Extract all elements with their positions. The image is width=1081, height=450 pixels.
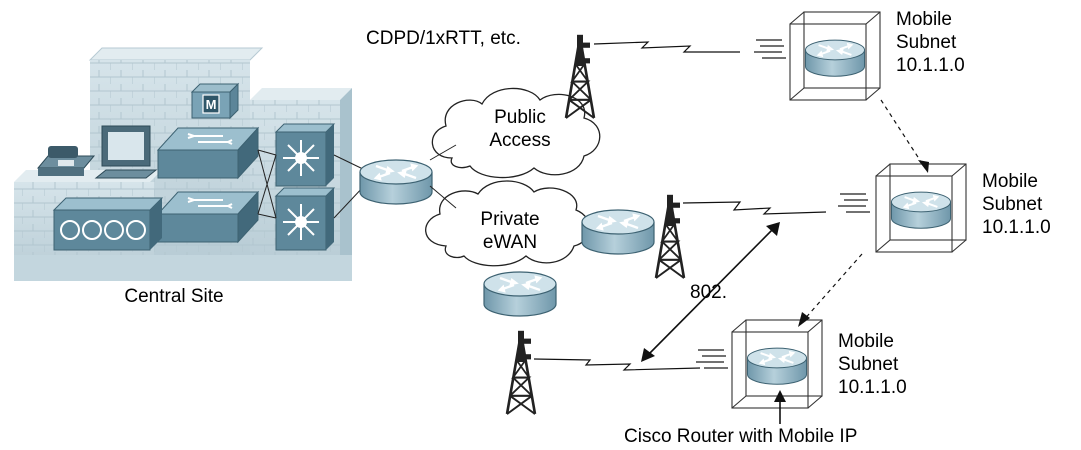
ip-phone-icon <box>36 146 96 176</box>
cloud-public-access <box>431 87 601 179</box>
mobile-subnet-label-2: Mobile Subnet 10.1.1.0 <box>982 170 1051 239</box>
public-access-line1: Public <box>494 107 546 128</box>
mobile-router-cube-icon <box>837 164 966 252</box>
cellular-tower-icon <box>654 193 686 280</box>
mobile-subnet-3-line3: 10.1.1.0 <box>838 377 907 398</box>
svg-text:M: M <box>206 97 217 112</box>
switch-icon <box>156 126 260 180</box>
mobile-subnet-label-3: Mobile Subnet 10.1.1.0 <box>838 330 907 399</box>
caption-pointer <box>774 390 786 424</box>
mobile-subnet-2-line2: Subnet <box>982 194 1043 215</box>
router-icon <box>580 208 656 256</box>
mobile-subnet-1-line2: Subnet <box>896 32 957 53</box>
layer3-switch-icon <box>274 123 336 187</box>
mobile-router-cube-icon <box>695 320 822 408</box>
cellular-label: CDPD/1xRTT, etc. <box>366 28 521 49</box>
central-site-label: Central Site <box>124 286 224 307</box>
wlan-label: 802. <box>690 282 727 303</box>
movement-arrows <box>801 99 926 323</box>
cloud-private-ewan <box>425 180 590 267</box>
mobile-subnet-3-line2: Subnet <box>838 354 899 375</box>
private-ewan-line1: Private <box>480 209 540 230</box>
modem-bank-icon <box>52 197 164 251</box>
workstation-icon <box>94 125 158 179</box>
central-site-links <box>257 149 366 219</box>
router-icon <box>482 270 558 318</box>
layer3-switch-icon <box>274 187 336 251</box>
switch-icon <box>156 190 260 244</box>
private-ewan-label: Private eWAN <box>460 208 560 254</box>
mobile-subnet-2-line1: Mobile <box>982 171 1038 192</box>
roaming-arrow <box>641 222 780 362</box>
cellular-tower-icon <box>505 329 537 416</box>
mobile-subnet-2-line3: 10.1.1.0 <box>982 217 1051 238</box>
wireless-links <box>533 41 827 371</box>
mobile-ip-manager-icon: M <box>190 82 240 120</box>
mobile-subnet-1-line3: 10.1.1.0 <box>896 55 965 76</box>
public-access-label: Public Access <box>470 106 570 152</box>
mobile-router-cube-icon <box>753 12 880 100</box>
mobile-subnet-3-line1: Mobile <box>838 331 894 352</box>
public-access-line2: Access <box>489 130 551 151</box>
router-icon <box>358 158 434 206</box>
mobile-subnet-label-1: Mobile Subnet 10.1.1.0 <box>896 8 965 77</box>
router-caption: Cisco Router with Mobile IP <box>624 426 858 447</box>
private-ewan-line2: eWAN <box>482 232 538 253</box>
mobile-subnet-1-line1: Mobile <box>896 9 952 30</box>
